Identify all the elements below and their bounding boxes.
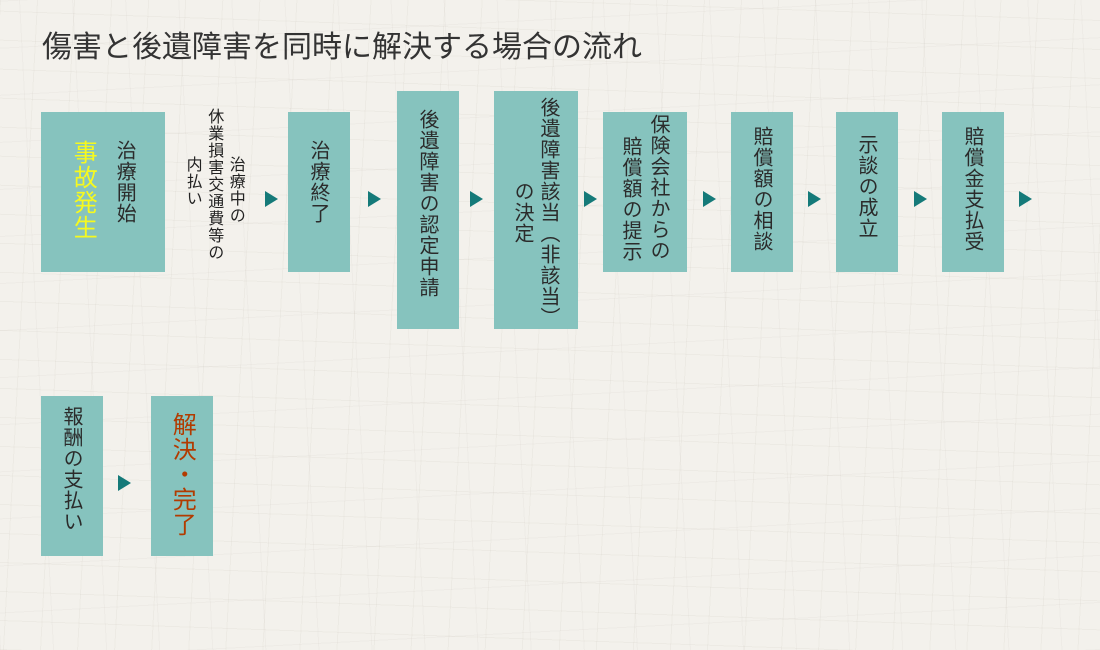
step-accident-label: 事故発生	[69, 140, 98, 240]
step-resolution-label: 解決・完了	[168, 412, 197, 537]
step-settlement-label: 示談の成立	[855, 134, 879, 239]
step-treatment-end-label: 治療終了	[307, 140, 331, 224]
step-negotiation-box: 賠償額の相談	[731, 112, 793, 272]
step-resolution-box: 解決・完了	[151, 396, 213, 556]
step-fee-payment-label: 報酬の支払い	[60, 406, 84, 532]
arrow-icon	[368, 191, 381, 207]
step-fee-payment-box: 報酬の支払い	[41, 396, 103, 556]
arrow-icon	[914, 191, 927, 207]
arrow-icon	[265, 191, 278, 207]
step-offer-box: 保険会社からの 賠償額の提示	[603, 112, 687, 272]
arrow-icon	[470, 191, 483, 207]
step-offer-label: 保険会社からの	[647, 114, 671, 261]
step-disability-decision-label-2: の決定	[511, 181, 535, 244]
step-offer-label-2: 賠償額の提示	[619, 136, 643, 262]
step-disability-decision-label: 後遺障害該当（非該当）	[537, 97, 561, 328]
arrow-icon	[118, 475, 131, 491]
page-title: 傷害と後遺障害を同時に解決する場合の流れ	[42, 30, 642, 65]
arrow-icon	[584, 191, 597, 207]
arrow-icon	[1019, 191, 1032, 207]
step-settlement-box: 示談の成立	[836, 112, 898, 272]
arrow-icon	[808, 191, 821, 207]
note-line2: 休業損害交通費等の	[205, 108, 225, 261]
step-negotiation-label: 賠償額の相談	[750, 126, 774, 252]
step-disability-cert-label: 後遺障害の認定申請	[416, 109, 440, 298]
note-line1: 治療中の	[226, 156, 246, 224]
step-disability-cert-box: 後遺障害の認定申請	[397, 91, 459, 329]
step-payment-receipt-box: 賠償金支払受	[942, 112, 1004, 272]
arrow-icon	[703, 191, 716, 207]
step-accident-box: 治療開始 事故発生	[41, 112, 165, 272]
step-payment-receipt-label: 賠償金支払受	[961, 126, 985, 252]
interim-payment-note: 治療中の 休業損害交通費等の 内払い	[183, 108, 246, 261]
step-treatment-end-box: 治療終了	[288, 112, 350, 272]
note-line3: 内払い	[183, 156, 203, 207]
step-start-label: 治療開始	[113, 140, 138, 224]
step-disability-decision-box: 後遺障害該当（非該当） の決定	[494, 91, 578, 329]
